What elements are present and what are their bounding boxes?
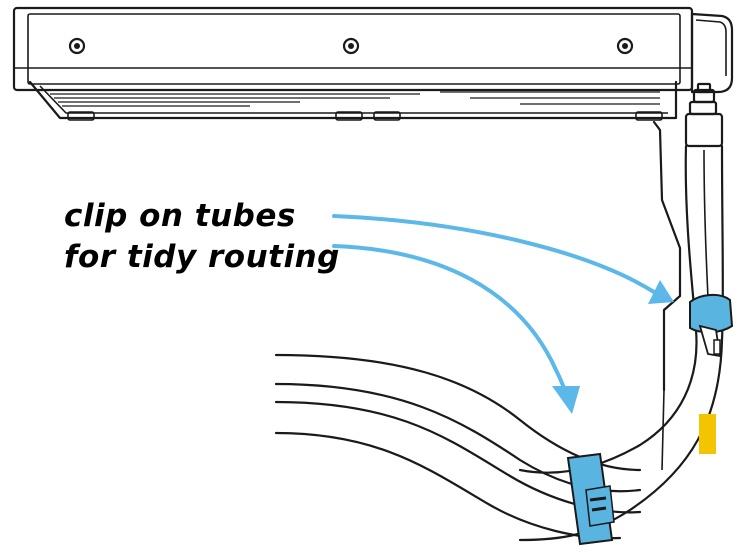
screw-icon <box>616 37 634 55</box>
screw-icon <box>342 37 360 55</box>
main-tube <box>518 144 724 542</box>
radiator <box>12 6 694 121</box>
radiator-fins <box>46 89 660 107</box>
arrow-to-upper-clip <box>332 214 674 304</box>
screw-icon <box>68 37 86 55</box>
pump-block <box>652 120 682 471</box>
annotation-line-1: clip on tubes <box>64 198 296 234</box>
yellow-marker <box>699 414 716 454</box>
arrow-to-lower-clip <box>332 244 580 414</box>
tube-fitting <box>684 82 724 148</box>
annotation-line-2: for tidy routing <box>64 239 340 275</box>
upper-tube-clip <box>689 294 734 358</box>
lower-tube-clip <box>566 452 615 546</box>
end-tank <box>690 12 734 94</box>
